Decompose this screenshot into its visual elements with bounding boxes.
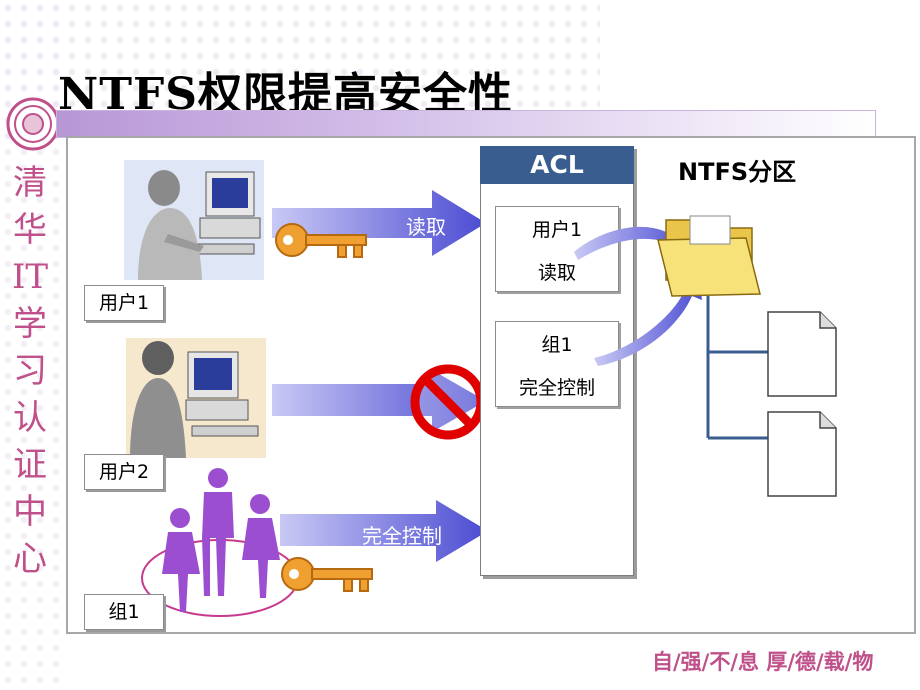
acl-entry-group-1: 组1 完全控制 — [495, 321, 619, 407]
computer-user-icon — [124, 160, 264, 280]
file-tree-lines — [706, 296, 770, 440]
key-icon — [281, 557, 373, 592]
acl-entry-subject: 用户1 — [531, 219, 583, 241]
folder-icon — [657, 215, 761, 297]
computer-user-icon — [126, 338, 266, 458]
key-icon — [275, 223, 367, 258]
acl-header: ACL — [480, 146, 634, 184]
file-icon — [767, 411, 837, 497]
user-2-label: 用户2 — [84, 454, 164, 490]
school-seal-icon — [6, 97, 60, 151]
title-underline-bar — [56, 110, 876, 138]
group-1-label: 组1 — [84, 594, 164, 630]
deny-icon — [410, 364, 486, 440]
group-icon — [141, 468, 299, 617]
partition-label: NTFS分区 — [678, 158, 797, 186]
access-arrow-full — [280, 500, 488, 562]
arrow-label-read: 读取 — [406, 215, 446, 239]
arrow-label-full-control: 完全控制 — [362, 524, 442, 548]
file-icon — [767, 311, 837, 397]
acl-entry-subject: 组1 — [541, 334, 573, 356]
acl-entry-permission: 完全控制 — [518, 377, 595, 399]
school-name: 清华IT学习认证中心 — [12, 163, 49, 579]
access-arrow-read — [272, 190, 486, 256]
acl-entry-permission: 读取 — [537, 262, 576, 284]
user-1-label: 用户1 — [84, 285, 164, 321]
motto: 自/强/不/息 厚/德/载/物 — [652, 649, 874, 674]
